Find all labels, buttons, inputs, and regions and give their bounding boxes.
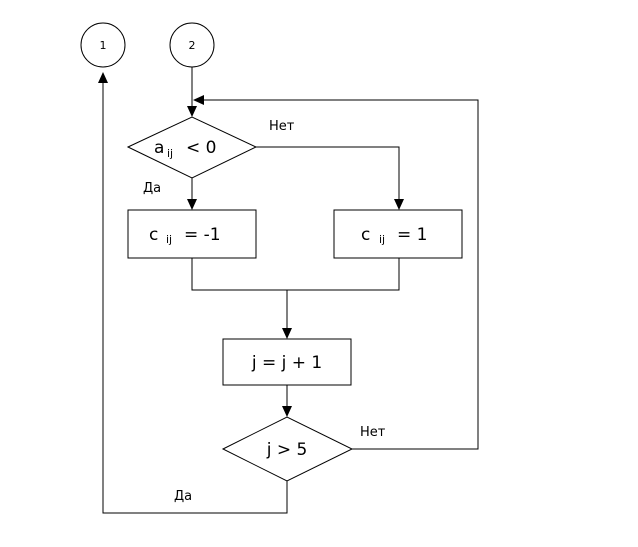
flow-merge <box>191 258 400 339</box>
process-right-rest: = 1 <box>397 225 427 245</box>
process-right-sub: ij <box>379 233 385 246</box>
flow-inc-to-decision <box>282 385 292 417</box>
decision-aij-sub: ij <box>167 147 173 160</box>
process-left-sub: ij <box>166 233 172 246</box>
process-left-base: c <box>149 225 158 245</box>
decision-aij-base: a <box>154 138 164 158</box>
connector-2-label: 2 <box>189 39 196 52</box>
flow-yes-to-left <box>187 178 197 210</box>
decision-aij-yes-label: Да <box>143 181 161 196</box>
decision-j-gt-5: j > 5 <box>221 416 354 482</box>
connector-2: 2 <box>169 22 215 68</box>
decision-j-no-label: Нет <box>360 425 386 440</box>
flow-yes-to-connector1 <box>98 72 288 514</box>
process-right-base: c <box>361 225 370 245</box>
flow-no-to-right <box>256 146 404 210</box>
process-increment-j: j = j + 1 <box>222 338 352 386</box>
process-increment-text: j = j + 1 <box>251 353 322 373</box>
connector-1: 1 <box>80 22 126 68</box>
process-left-rest: = -1 <box>184 225 221 245</box>
decision-aij-rest: < 0 <box>186 138 216 158</box>
connector-1-label: 1 <box>100 39 107 52</box>
process-cij-minus1: c ij = -1 <box>127 209 257 259</box>
process-cij-1: c ij = 1 <box>333 209 463 259</box>
decision-aij: a ij < 0 <box>126 116 258 179</box>
decision-aij-no-label: Нет <box>269 119 295 134</box>
flow-connector2-to-decision <box>187 67 197 117</box>
decision-j-yes-label: Да <box>174 489 192 504</box>
flow-loop-back <box>193 95 479 450</box>
decision-j-text: j > 5 <box>266 440 308 460</box>
